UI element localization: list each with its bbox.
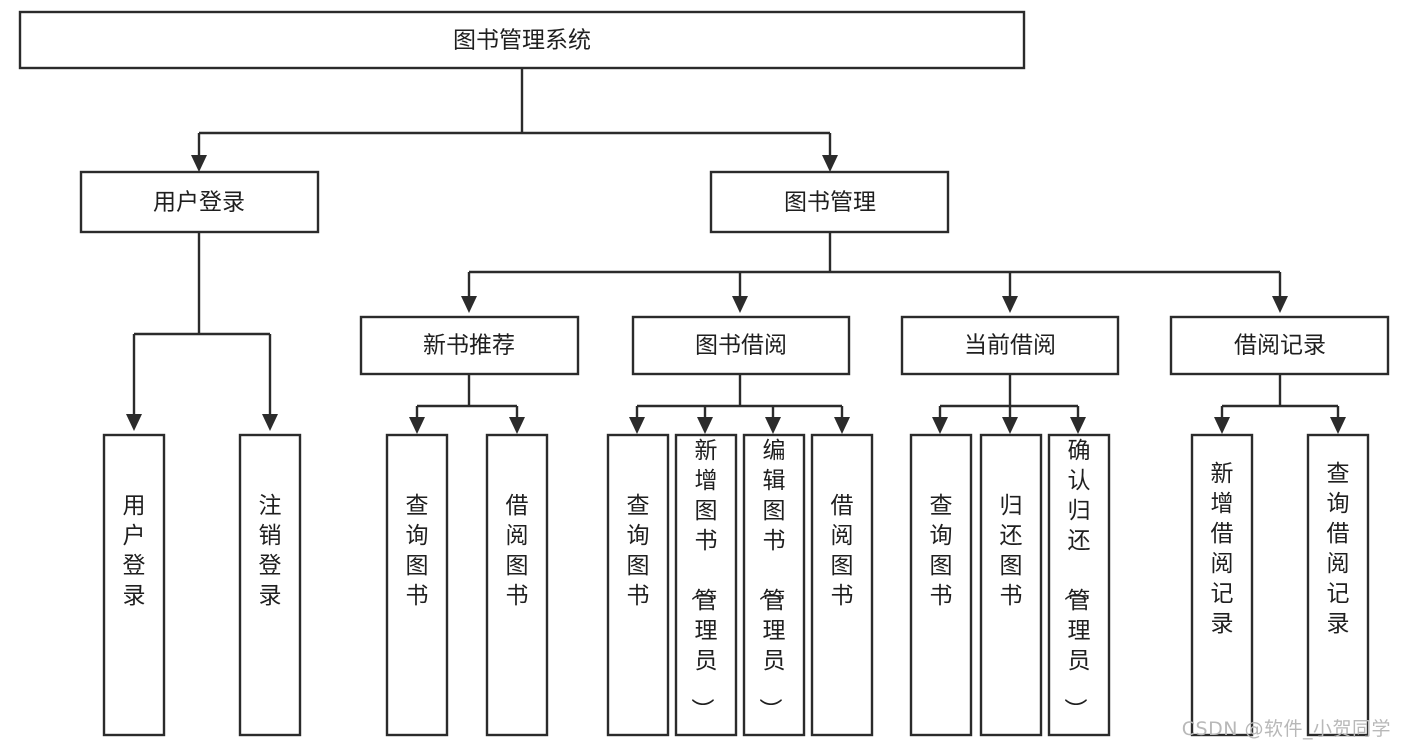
node-leaf-9-box[interactable] xyxy=(909,433,973,737)
node-leaf-5-label: 查询图书 xyxy=(627,493,650,609)
connector-group-current xyxy=(932,374,1086,434)
node-root-box[interactable] xyxy=(18,10,1026,70)
node-login[interactable]: 用户登录 xyxy=(79,170,320,234)
node-leaf-7-box[interactable] xyxy=(742,433,806,737)
node-current[interactable]: 当前借阅 xyxy=(900,315,1120,376)
node-leaf-13-box[interactable] xyxy=(1306,433,1370,737)
arrowhead-icon xyxy=(126,414,142,431)
connector-group-borrow xyxy=(629,374,850,434)
arrowhead-icon xyxy=(697,417,713,434)
node-leaf-4-label: 借阅图书 xyxy=(506,493,529,609)
node-login-box[interactable] xyxy=(79,170,320,234)
arrowhead-icon xyxy=(262,414,278,431)
node-login-label: 用户登录 xyxy=(153,190,245,216)
node-borrow-box[interactable] xyxy=(631,315,851,376)
node-leaf-6-box[interactable] xyxy=(674,433,738,737)
arrowhead-icon xyxy=(1214,417,1230,434)
node-leaf-3-box[interactable] xyxy=(385,433,449,737)
arrowhead-icon xyxy=(629,417,645,434)
node-leaf-10-label: 归还图书 xyxy=(1000,493,1023,609)
node-leaf-3-label: 查询图书 xyxy=(406,493,429,609)
arrowhead-icon xyxy=(834,417,850,434)
arrowhead-icon xyxy=(732,296,748,313)
node-leaf-4[interactable]: 借阅图书 xyxy=(485,433,549,737)
node-bookmgmt-label: 图书管理 xyxy=(784,190,876,216)
node-leaf-4-box[interactable] xyxy=(485,433,549,737)
arrowhead-icon xyxy=(461,296,477,313)
node-bookmgmt[interactable]: 图书管理 xyxy=(709,170,950,234)
arrowhead-icon xyxy=(1070,417,1086,434)
node-leaf-10-box[interactable] xyxy=(979,433,1043,737)
node-leaf-11-box[interactable] xyxy=(1047,433,1111,737)
node-leaf-2[interactable]: 注销登录 xyxy=(238,433,302,737)
arrowhead-icon xyxy=(409,417,425,434)
node-newbook-box[interactable] xyxy=(359,315,580,376)
node-borrow[interactable]: 图书借阅 xyxy=(631,315,851,376)
arrowhead-icon xyxy=(1002,296,1018,313)
node-root-label: 图书管理系统 xyxy=(453,28,591,54)
connector-group-records xyxy=(1214,374,1346,434)
node-leaf-11-label: 确认归还（管理员） xyxy=(1062,438,1091,721)
node-leaf-2-label: 注销登录 xyxy=(259,493,282,609)
node-leaf-2-box[interactable] xyxy=(238,433,302,737)
node-records[interactable]: 借阅记录 xyxy=(1169,315,1390,376)
arrowhead-icon xyxy=(765,417,781,434)
arrowhead-icon xyxy=(509,417,525,434)
node-leaf-9-label: 查询图书 xyxy=(930,493,953,609)
arrowhead-icon xyxy=(822,155,838,172)
node-root[interactable]: 图书管理系统 xyxy=(18,10,1026,70)
node-bookmgmt-box[interactable] xyxy=(709,170,950,234)
node-leaf-11[interactable]: 确认归还（管理员） xyxy=(1047,433,1111,737)
arrowhead-icon xyxy=(1330,417,1346,434)
connector-group-bookmgmt xyxy=(461,232,1288,313)
node-newbook[interactable]: 新书推荐 xyxy=(359,315,580,376)
node-leaf-12-label: 新增借阅记录 xyxy=(1211,461,1234,637)
node-leaf-13[interactable]: 查询借阅记录 xyxy=(1306,433,1370,737)
node-leaf-13-label: 查询借阅记录 xyxy=(1327,461,1350,637)
arrowhead-icon xyxy=(1002,417,1018,434)
node-leaf-12-box[interactable] xyxy=(1190,433,1254,737)
arrowhead-icon xyxy=(932,417,948,434)
connector-group-root xyxy=(191,68,838,172)
node-records-box[interactable] xyxy=(1169,315,1390,376)
arrowhead-icon xyxy=(1272,296,1288,313)
node-records-label: 借阅记录 xyxy=(1234,333,1326,359)
node-leaf-8-label: 借阅图书 xyxy=(831,493,854,609)
node-current-label: 当前借阅 xyxy=(964,333,1056,359)
connector-group-login xyxy=(126,232,278,431)
node-leaf-8[interactable]: 借阅图书 xyxy=(810,433,874,737)
connector-group-newbook xyxy=(409,374,525,434)
node-leaf-9[interactable]: 查询图书 xyxy=(909,433,973,737)
node-leaf-7-label: 编辑图书（管理员） xyxy=(757,438,786,721)
node-newbook-label: 新书推荐 xyxy=(423,333,515,359)
csdn-watermark: CSDN @软件_小贺同学 xyxy=(1181,718,1391,740)
node-leaf-5-box[interactable] xyxy=(606,433,670,737)
node-leaf-3[interactable]: 查询图书 xyxy=(385,433,449,737)
node-leaf-6-label: 新增图书（管理员） xyxy=(689,438,718,721)
node-leaf-10[interactable]: 归还图书 xyxy=(979,433,1043,737)
node-leaf-5[interactable]: 查询图书 xyxy=(606,433,670,737)
node-leaf-7[interactable]: 编辑图书（管理员） xyxy=(742,433,806,737)
node-leaf-12[interactable]: 新增借阅记录 xyxy=(1190,433,1254,737)
node-leaf-6[interactable]: 新增图书（管理员） xyxy=(674,433,738,737)
node-current-box[interactable] xyxy=(900,315,1120,376)
node-leaf-1-box[interactable] xyxy=(102,433,166,737)
node-leaf-8-box[interactable] xyxy=(810,433,874,737)
node-borrow-label: 图书借阅 xyxy=(695,333,787,359)
arrowhead-icon xyxy=(191,155,207,172)
node-leaf-1-label: 用户登录 xyxy=(123,493,146,609)
node-leaf-1[interactable]: 用户登录 xyxy=(102,433,166,737)
